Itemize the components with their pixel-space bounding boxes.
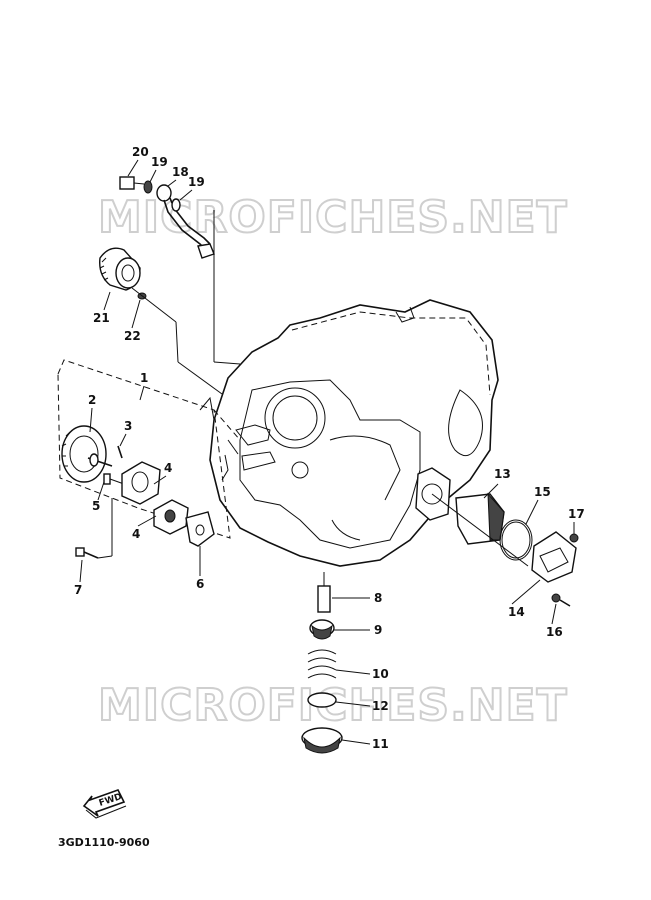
part-label-10: 10 (372, 667, 389, 681)
part-label-14: 14 (508, 605, 525, 619)
part-label-12: 12 (372, 699, 389, 713)
part-label-19b: 19 (188, 175, 205, 189)
part-label-22: 22 (124, 329, 141, 343)
oil-pump-assembly (57, 359, 241, 559)
part-label-4b: 4 (132, 527, 140, 541)
crankcase-cover (199, 299, 499, 567)
part-label-7: 7 (74, 583, 82, 597)
part-label-8: 8 (374, 591, 382, 605)
part-label-2: 2 (88, 393, 96, 407)
oil-filter-group (415, 467, 579, 607)
part-label-5: 5 (92, 499, 100, 513)
part-label-21: 21 (93, 311, 110, 325)
diagram-code: 3GD1110-9060 (58, 836, 150, 849)
part-label-15: 15 (534, 485, 551, 499)
part-label-9: 9 (374, 623, 382, 637)
part-label-17: 17 (568, 507, 585, 521)
part-label-18: 18 (172, 165, 189, 179)
part-labels: 20 19 18 19 21 22 1 2 3 4 4 5 6 7 8 9 10… (74, 145, 585, 751)
oil-delivery-pipe-group (119, 176, 241, 365)
gear-21-group (99, 247, 223, 395)
strainer-spring-group (301, 572, 343, 754)
part-label-19a: 19 (151, 155, 168, 169)
part-label-13: 13 (494, 467, 511, 481)
part-label-1: 1 (140, 371, 148, 385)
part-label-20: 20 (132, 145, 149, 159)
part-label-4a: 4 (164, 461, 172, 475)
fwd-arrow-icon: FWD (82, 789, 127, 819)
watermark-bottom: MICROFICHES.NET (98, 680, 568, 731)
part-label-3: 3 (124, 419, 132, 433)
part-label-16: 16 (546, 625, 563, 639)
part-label-11: 11 (372, 737, 389, 751)
part-label-6: 6 (196, 577, 204, 591)
label-leaders (79, 159, 557, 745)
